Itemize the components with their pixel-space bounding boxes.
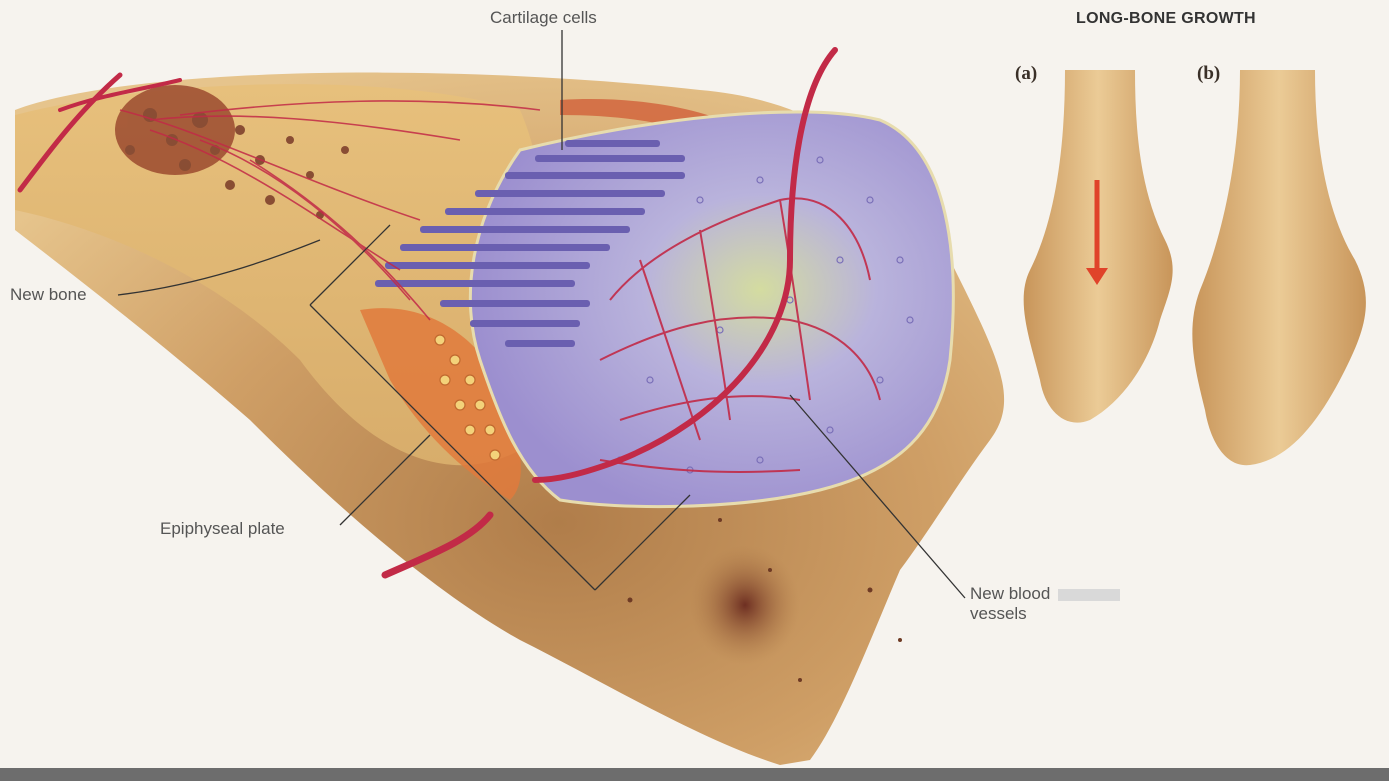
label-epiphyseal-plate: Epiphyseal plate (160, 519, 285, 539)
label-new-blood-line1: New blood (970, 584, 1050, 603)
text-smudge (1058, 589, 1120, 601)
panel-label-b: (b) (1197, 63, 1220, 85)
bone-b-shape (1192, 70, 1366, 465)
page-title: LONG-BONE GROWTH (1076, 10, 1256, 28)
cartilage-cap (470, 112, 953, 507)
label-new-blood-line2: vessels (970, 604, 1027, 623)
panel-label-a: (a) (1015, 63, 1037, 85)
bone-dark-spot (690, 545, 800, 665)
label-new-blood-vessels: New blood vessels (970, 584, 1120, 625)
bottom-bar (0, 768, 1389, 781)
label-cartilage-cells: Cartilage cells (490, 8, 597, 28)
label-new-bone: New bone (10, 285, 87, 305)
